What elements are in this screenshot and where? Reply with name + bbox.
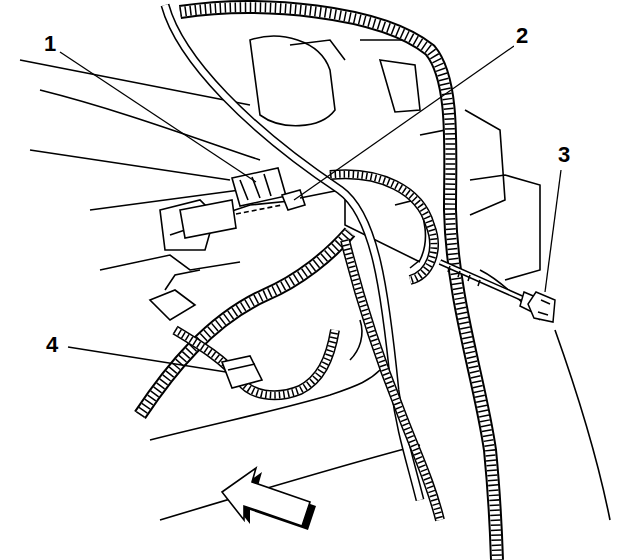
callout-number: 1 — [42, 33, 58, 55]
callout-number: 3 — [556, 144, 572, 166]
harness-connector — [222, 356, 262, 388]
engine-outline — [20, 36, 610, 520]
callout-number: 4 — [44, 334, 60, 356]
bolt — [440, 262, 555, 322]
callout-number: 2 — [514, 25, 530, 47]
direction-arrow — [222, 468, 316, 530]
leader-line — [60, 46, 561, 372]
corrugated-harness — [140, 7, 497, 560]
